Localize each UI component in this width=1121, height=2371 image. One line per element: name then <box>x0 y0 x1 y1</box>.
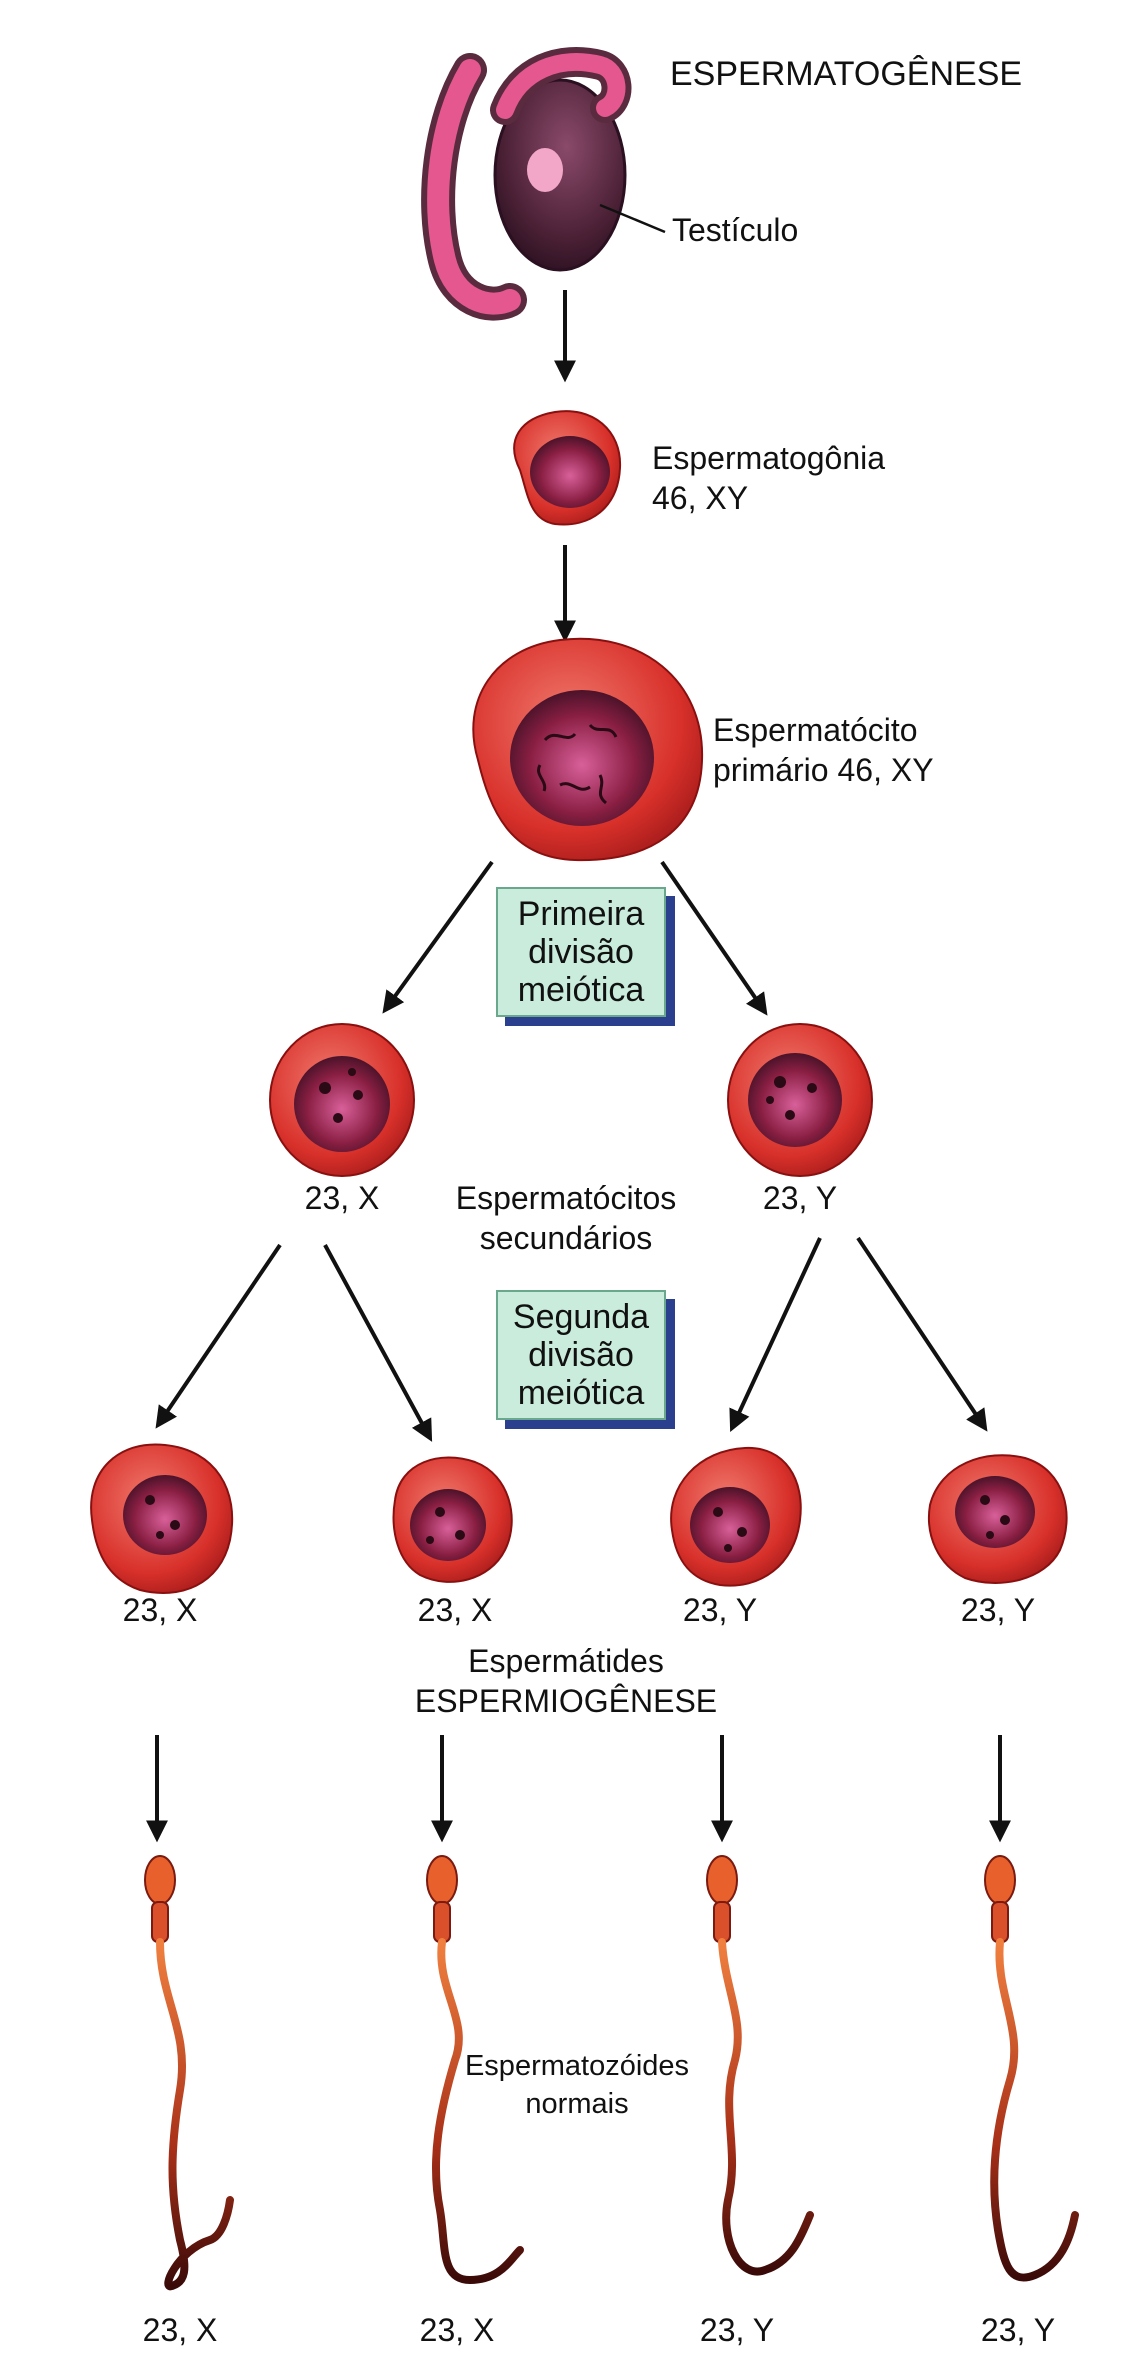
testis-label: Testículo <box>672 212 799 248</box>
diagram-title: ESPERMATOGÊNESE <box>670 55 1023 93</box>
secondary-x-karyotype: 23, X <box>304 1180 380 1216</box>
secondary-y-karyotype: 23, Y <box>762 1180 838 1216</box>
spermatid-3 <box>670 1446 802 1587</box>
secondary-spermatocyte-x <box>269 1023 415 1177</box>
spermatid-4-karyotype: 23, Y <box>960 1592 1036 1628</box>
first-meiotic-division-box: Primeira divisão meiótica <box>496 887 666 1018</box>
spermatogonium-karyotype: 46, XY <box>652 480 749 516</box>
second-division-line-1: Segunda <box>512 1298 650 1336</box>
sperm-label-2: normais <box>525 2088 629 2120</box>
spermatid-2-karyotype: 23, X <box>417 1592 493 1628</box>
sperm-4 <box>984 1855 1079 2282</box>
second-division-line-2: divisão <box>528 1336 634 1375</box>
arrows <box>146 290 1011 1843</box>
spermatid-4 <box>928 1454 1068 1584</box>
first-division-line-1: Primeira <box>517 895 645 933</box>
spermatid-2 <box>392 1456 513 1583</box>
sperm-2-karyotype: 23, X <box>419 2312 495 2348</box>
spermatids-label: Espermátides <box>468 1643 664 1679</box>
primary-spermatocyte-label: Espermatócito <box>713 712 918 748</box>
first-division-line-2: divisão <box>528 933 634 972</box>
sperm-3-karyotype: 23, Y <box>699 2312 775 2348</box>
sperm-1 <box>144 1855 234 2291</box>
secondary-spermatocytes-label-1: Espermatócitos <box>455 1180 677 1216</box>
sperm-2 <box>426 1855 524 2285</box>
sperm-1-karyotype: 23, X <box>142 2312 218 2348</box>
secondary-spermatocyte-y <box>727 1023 873 1177</box>
sperm-4-karyotype: 23, Y <box>980 2312 1056 2348</box>
second-meiotic-division-box: Segunda divisão meiótica <box>496 1290 666 1421</box>
sperm-label-1: Espermatozóides <box>464 2050 690 2082</box>
spermatogonium-cell <box>513 410 622 526</box>
spermatid-3-karyotype: 23, Y <box>682 1592 758 1628</box>
primary-spermatocyte-cell <box>472 637 704 862</box>
spermatid-1 <box>90 1443 234 1594</box>
first-division-line-3: meiótica <box>517 971 645 1010</box>
spermatid-1-karyotype: 23, X <box>122 1592 198 1628</box>
second-division-line-3: meiótica <box>517 1374 645 1413</box>
secondary-spermatocytes-label-2: secundários <box>479 1220 653 1256</box>
spermiogenesis-label: ESPERMIOGÊNESE <box>414 1683 718 1719</box>
primary-spermatocyte-karyotype: primário 46, XY <box>713 752 934 788</box>
testis-illustration <box>421 47 666 321</box>
spermatogonium-label: Espermatogônia <box>652 440 886 476</box>
sperm-3 <box>706 1855 814 2276</box>
